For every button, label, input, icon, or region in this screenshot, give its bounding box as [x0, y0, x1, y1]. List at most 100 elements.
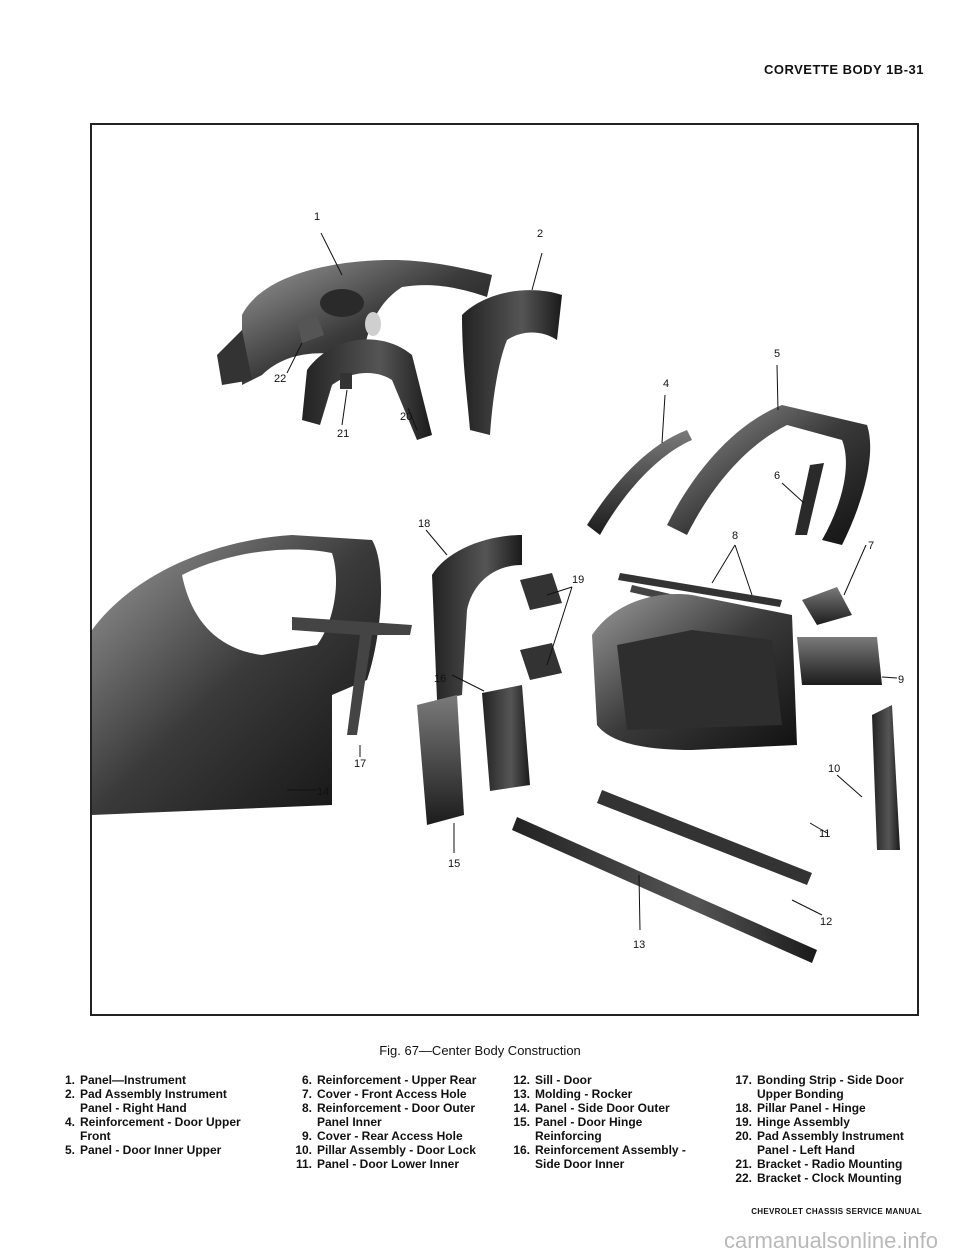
legend-item: 6. Reinforcement - Upper Rear — [290, 1073, 510, 1087]
legend-text: Panel - Door Hinge Reinforcing — [535, 1115, 643, 1143]
legend-num: 15. — [513, 1115, 530, 1129]
part-upper-rear-reinf — [795, 463, 824, 535]
part-clock-bracket — [297, 315, 324, 343]
part-radio-bracket — [340, 373, 352, 389]
legend-item: 15. Panel - Door Hinge Reinforcing — [508, 1115, 708, 1143]
legend-text: Reinforcement - Upper Rear — [317, 1073, 477, 1087]
callout-number: 20 — [400, 411, 412, 423]
legend-num: 21. — [735, 1157, 752, 1171]
callout-number: 9 — [898, 674, 904, 686]
legend-text: Panel - Side Door Outer — [535, 1101, 670, 1115]
callout-number: 13 — [633, 939, 645, 951]
part-door-lock-pillar — [872, 705, 900, 850]
legend-num: 22. — [735, 1171, 752, 1185]
callout-number: 6 — [774, 470, 780, 482]
legend-item: 19. Hinge Assembly — [730, 1115, 930, 1129]
parts-legend-col3: 12.Sill - Door 13.Molding - Rocker 14.Pa… — [508, 1073, 708, 1171]
page-footer: CHEVROLET CHASSIS SERVICE MANUAL — [751, 1207, 922, 1216]
part-instrument-panel — [217, 260, 492, 385]
legend-text: Cover - Rear Access Hole — [317, 1129, 463, 1143]
legend-item: 16. Reinforcement Assembly - Side Door In… — [508, 1143, 708, 1171]
callout-number: 1 — [314, 211, 320, 223]
legend-text: Bonding Strip - Side Door Upper Bonding — [757, 1073, 904, 1101]
legend-text: Pad Assembly Instrument Panel - Left Han… — [757, 1129, 904, 1157]
parts-legend-col2: 6. Reinforcement - Upper Rear 7.Cover - F… — [290, 1073, 510, 1171]
legend-num: 1. — [64, 1073, 75, 1087]
legend-num: 12. — [513, 1073, 530, 1087]
callout-number: 18 — [418, 518, 430, 530]
part-side-door-inner-reinf — [482, 685, 530, 791]
legend-text: Panel - Door Inner Upper — [80, 1143, 222, 1157]
legend-num: 17. — [735, 1073, 752, 1087]
callout-number: 8 — [732, 530, 738, 542]
part-pad-rh — [462, 290, 562, 435]
legend-text: Pad Assembly Instrument Panel - Right Ha… — [80, 1087, 227, 1115]
legend-item: 4. Reinforcement - Door Upper Front — [53, 1115, 243, 1143]
legend-num: 5. — [64, 1143, 75, 1157]
legend-text: Pillar Assembly - Door Lock — [317, 1143, 476, 1157]
legend-num: 4. — [64, 1115, 75, 1129]
callout-number: 14 — [317, 786, 329, 798]
part-door-upper-front-reinf — [587, 430, 692, 535]
part-hinge-upper — [520, 573, 562, 610]
legend-text: Hinge Assembly — [757, 1115, 850, 1129]
parts-legend-col1: 1. Panel—Instrument 2. Pad Assembly Instru… — [53, 1073, 243, 1157]
part-hinge-reinforcing — [417, 695, 464, 825]
callout-number: 22 — [274, 373, 286, 385]
legend-item: 2. Pad Assembly Instrument Panel - Right … — [53, 1087, 243, 1115]
legend-num: 19. — [735, 1115, 752, 1129]
callout-number: 16 — [434, 673, 446, 685]
callout-number: 17 — [354, 758, 366, 770]
legend-num: 8. — [301, 1101, 312, 1115]
legend-item: 22. Bracket - Clock Mounting — [730, 1171, 930, 1185]
exploded-view-drawing: 1 2 4 5 6 7 8 9 10 11 12 13 14 15 16 17 … — [92, 211, 904, 963]
leader-lines — [286, 232, 898, 931]
watermark: carmanualsonline.info — [723, 1228, 938, 1253]
legend-text: Reinforcement Assembly - Side Door Inner — [535, 1143, 686, 1171]
legend-item: 7.Cover - Front Access Hole — [290, 1087, 510, 1101]
legend-item: 18.Pillar Panel - Hinge — [730, 1101, 930, 1115]
legend-item: 10. Pillar Assembly - Door Lock — [290, 1143, 510, 1157]
figure-caption: Fig. 67—Center Body Construction — [379, 1043, 581, 1058]
legend-num: 13. — [513, 1087, 530, 1101]
legend-item: 8. Reinforcement - Door Outer Panel Inner — [290, 1101, 510, 1129]
part-hinge-pillar-panel — [432, 535, 522, 700]
callout-number: 12 — [820, 916, 832, 928]
legend-text: Molding - Rocker — [535, 1087, 633, 1101]
callout-number: 19 — [572, 574, 584, 586]
part-pad-lh — [302, 339, 432, 440]
legend-num: 2. — [64, 1087, 75, 1101]
legend-item: 5. Panel - Door Inner Upper — [53, 1143, 243, 1157]
callout-number: 10 — [828, 763, 840, 775]
legend-text: Panel - Door Lower Inner — [317, 1157, 460, 1171]
callout-number: 2 — [537, 228, 543, 240]
legend-text: Reinforcement - Door Upper Front — [80, 1115, 241, 1143]
callout-number: 15 — [448, 858, 460, 870]
legend-text: Bracket - Clock Mounting — [757, 1171, 902, 1185]
part-door-sill — [597, 790, 812, 885]
part-hinge-lower — [520, 643, 562, 680]
part-rocker-molding — [512, 817, 817, 963]
legend-text: Panel—Instrument — [80, 1073, 187, 1087]
parts-legend-col4: 17. Bonding Strip - Side Door Upper Bondi… — [730, 1073, 930, 1185]
page-header: CORVETTE BODY 1B-31 — [763, 62, 924, 77]
legend-text: Reinforcement - Door Outer Panel Inner — [317, 1101, 476, 1129]
part-front-access-cover — [802, 587, 852, 625]
callout-number: 21 — [337, 428, 349, 440]
legend-num: 16. — [513, 1143, 530, 1157]
legend-item: 13. Molding - Rocker — [508, 1087, 708, 1101]
legend-num: 20. — [735, 1129, 752, 1143]
legend-num: 14. — [513, 1101, 530, 1115]
legend-item: 20. Pad Assembly Instrument Panel - Left … — [730, 1129, 930, 1157]
legend-num: 11. — [295, 1157, 312, 1171]
exploded-view-figure: 1 2 4 5 6 7 8 9 10 11 12 13 14 15 16 17 … — [90, 123, 919, 1016]
callout-number: 5 — [774, 348, 780, 360]
legend-num: 18. — [735, 1101, 752, 1115]
part-rear-access-cover — [797, 637, 882, 685]
legend-text: Cover - Front Access Hole — [317, 1087, 467, 1101]
legend-item: 11. Panel - Door Lower Inner — [290, 1157, 510, 1171]
part-bonding-strip — [292, 617, 412, 735]
legend-num: 6. — [301, 1073, 312, 1087]
part-door-outer-reinf — [618, 573, 782, 607]
legend-num: 10. — [295, 1143, 312, 1157]
